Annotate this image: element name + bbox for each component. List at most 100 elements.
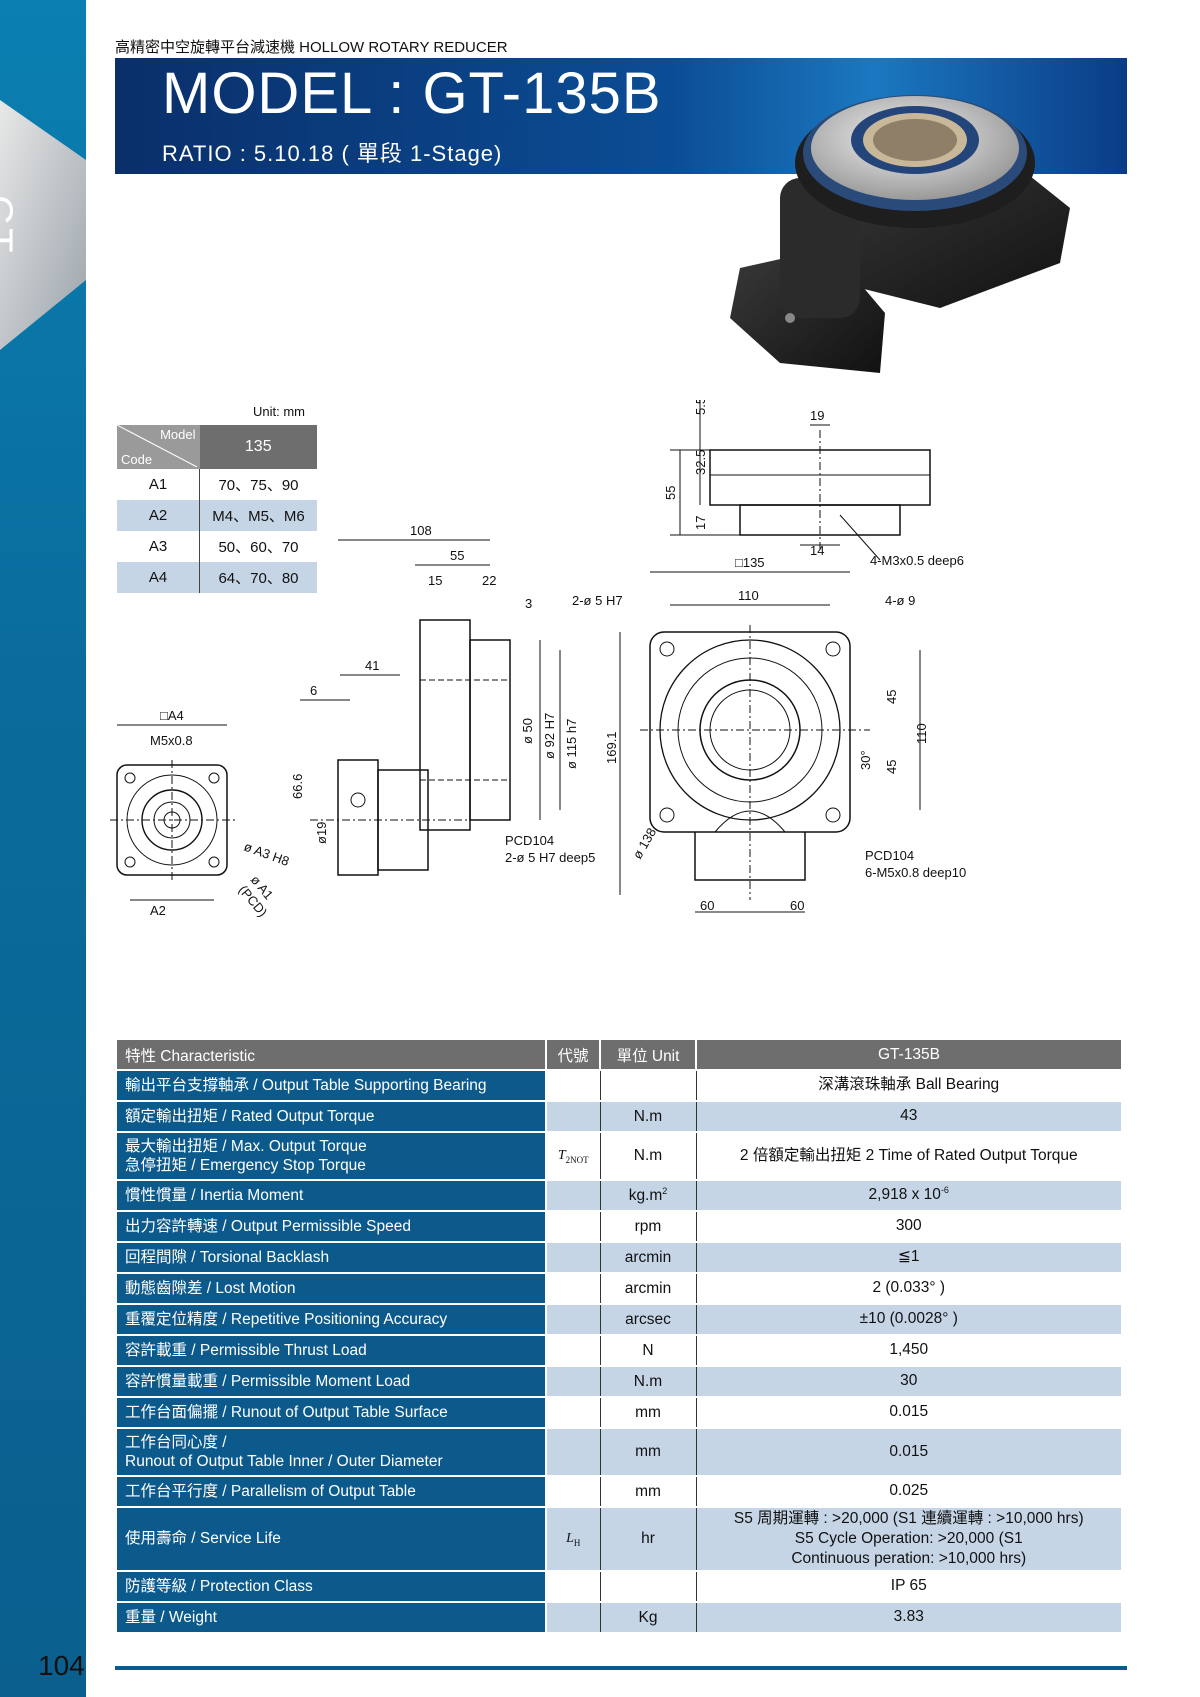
spec-symbol [545,1210,600,1242]
dim-label: 5.5 [693,400,708,415]
page-title: MODEL : GT-135B [162,61,662,126]
spec-row: 容許慣量載重 / Permissible Moment Load N.m 30 [117,1365,1121,1397]
spec-symbol [545,1396,600,1428]
spec-header-row: 特性 Characteristic 代號 單位 Unit GT-135B [117,1040,1121,1070]
spec-symbol [545,1365,600,1397]
value-cell: 70、75、90 [218,477,299,494]
dim-label: ø 50 [520,718,535,744]
dim-label: 3 [525,596,532,611]
code-cell: A2 [117,500,200,531]
spec-symbol [545,1475,600,1507]
spec-row: 工作台面偏擺 / Runout of Output Table Surface … [117,1396,1121,1428]
spec-name: 額定輸出扭矩 / Rated Output Torque [117,1100,546,1132]
spec-row: 額定輸出扭矩 / Rated Output Torque N.m 43 [117,1100,1121,1132]
dim-label: PCD104 [505,833,554,848]
header-model: GT-135B [695,1040,1121,1070]
dim-label: 41 [365,658,379,673]
spec-symbol [545,1303,600,1335]
dim-label: 45 [884,690,899,704]
dim-label: A2 [150,903,166,918]
spec-unit: mm [599,1475,696,1507]
unit-sup: 2 [662,1185,668,1196]
spec-row: 工作台平行度 / Parallelism of Output Table mm … [117,1475,1121,1507]
bottom-rule [115,1666,1127,1670]
dim-label: 4-M3x0.5 deep6 [870,553,964,568]
spec-unit [599,1069,696,1101]
dim-label: 66.6 [290,774,305,799]
spec-unit: arcmin [599,1241,696,1273]
spec-value: 0.025 [695,1475,1121,1507]
page-number: 104 [38,1650,85,1681]
spec-unit: arcsec [599,1303,696,1335]
side-view-drawing [300,539,561,876]
section-tab-label: GT [0,195,20,255]
dim-label: 19 [810,408,824,423]
header-code: Code [121,452,153,467]
value-cell: M4、M5、M6 [199,500,317,531]
dim-label: 6 [310,683,317,698]
value-line: Continuous peration: >10,000 hrs) [791,1550,1027,1568]
spec-row: 重量 / Weight Kg 3.83 [117,1601,1121,1632]
spec-value: ±10 (0.0028° ) [695,1303,1121,1335]
spec-value: 0.015 [695,1396,1121,1428]
spec-table: 特性 Characteristic 代號 單位 Unit GT-135B 輸出平… [117,1040,1121,1632]
spec-value: 300 [695,1210,1121,1242]
symbol-main: T [557,1147,566,1163]
dim-label: ø19 [314,822,329,844]
dim-label: 4-ø 9 [885,593,915,608]
spec-unit: Kg [599,1601,696,1632]
spec-value: 深溝滾珠軸承 Ball Bearing [695,1069,1121,1101]
spec-unit [599,1570,696,1602]
dim-label: 60 [700,898,714,913]
spec-symbol [545,1100,600,1132]
spec-name: 回程間隙 / Torsional Backlash [117,1241,546,1273]
dim-label: ø A3 H8 [242,839,291,869]
spec-unit: N.m [599,1131,696,1180]
spec-row: 慣性慣量 / Inertia Moment kg.m2 2,918 x 10-6 [117,1179,1121,1211]
spec-row: 容許載重 / Permissible Thrust Load N 1,450 [117,1334,1121,1366]
technical-drawings: 19 5.5 32.5 55 17 14 4-M3x0.5 deep6 108 … [110,400,966,920]
front-view-labels: □135 110 2-ø 5 H7 4-ø 9 169.1 45 45 110 … [572,555,966,913]
spec-value: 2 (0.033° ) [695,1272,1121,1304]
spec-symbol: LH [545,1506,600,1571]
spec-value: 43 [695,1100,1121,1132]
ratio-subtitle: RATIO : 5.10.18 ( 單段 1-Stage) [162,141,503,166]
spec-value: 0.015 [695,1427,1121,1476]
spec-unit: mm [599,1427,696,1476]
spec-symbol [545,1272,600,1304]
spec-row: 出力容許轉速 / Output Permissible Speed rpm 30… [117,1210,1121,1242]
spec-row: 工作台同心度 /Runout of Output Table Inner / O… [117,1427,1121,1476]
spec-name: 重量 / Weight [117,1601,546,1632]
spec-row: 回程間隙 / Torsional Backlash arcmin ≦1 [117,1241,1121,1273]
value-main: 2,918 x 10 [868,1186,941,1204]
dim-label: 30° [858,750,873,770]
spec-unit: mm [599,1396,696,1428]
spec-symbol [545,1179,600,1211]
spec-name-line: Runout of Output Table Inner / Outer Dia… [125,1453,443,1470]
unit-main: kg.m [628,1187,663,1205]
top-view-labels: 19 5.5 32.5 55 17 14 4-M3x0.5 deep6 [663,400,964,568]
spec-name: 工作台平行度 / Parallelism of Output Table [117,1475,546,1507]
dim-label: 169.1 [604,731,619,764]
spec-row: 動態齒隙差 / Lost Motion arcmin 2 (0.033° ) [117,1272,1121,1304]
product-render-image [730,95,1070,373]
motor-flange-labels: □A4 M5x0.8 ø A3 H8 ø A1 (PCD) A2 [150,708,291,920]
spec-name-line: 急停扭矩 / Emergency Stop Torque [125,1157,366,1174]
spec-unit: arcmin [599,1272,696,1304]
spec-value: ≦1 [695,1241,1121,1273]
corner-diagonal [117,425,197,467]
spec-unit: N.m [599,1365,696,1397]
spec-name: 出力容許轉速 / Output Permissible Speed [117,1210,546,1242]
code-cell: A4 [117,562,200,593]
spec-symbol [545,1427,600,1476]
dim-label: 55 [663,486,678,500]
dim-label: ø 115 h7 [564,719,579,769]
spec-unit: kg.m2 [599,1179,696,1211]
dim-label: 55 [450,548,464,563]
spec-name: 動態齒隙差 / Lost Motion [117,1272,546,1304]
